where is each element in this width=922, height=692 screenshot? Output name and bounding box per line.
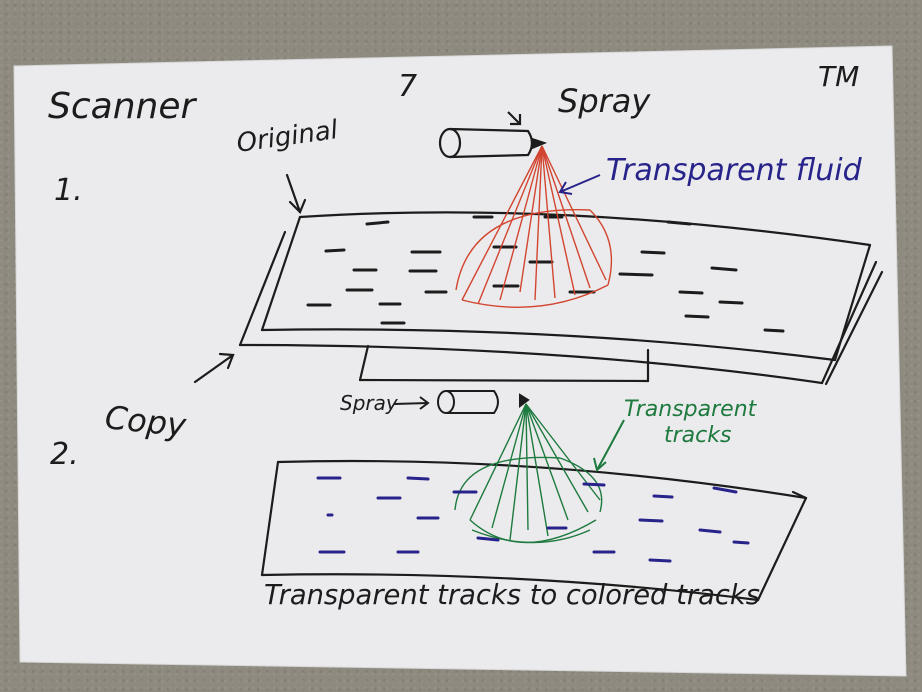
title-scanner: Scanner: [48, 86, 197, 127]
copy-label: Copy: [103, 398, 189, 444]
spray-cone-red: [455, 145, 613, 308]
page-number: 7: [398, 69, 417, 104]
copy-dashes: [316, 476, 750, 563]
spray-top-label: Spray: [558, 82, 651, 120]
step-two-label: 2.: [50, 437, 79, 472]
sprayer-top-icon: [438, 111, 548, 159]
sheet-dashes: [306, 215, 785, 333]
step-one-label: 1.: [54, 173, 83, 208]
transparent-tracks-label-line1: Transparent: [624, 397, 758, 422]
spray-bottom-label: Spray: [340, 391, 399, 415]
trademark: TM: [818, 60, 859, 93]
sprayer-bottom-icon: [393, 390, 530, 414]
copy-drawing: [260, 459, 808, 602]
tracks-arrow: [593, 419, 625, 472]
transparent-fluid-label: Transparent fluid: [606, 153, 863, 188]
scanner-drawing: [193, 173, 884, 386]
index-card: [13, 45, 907, 677]
fluid-arrow: [558, 174, 601, 195]
caption: Transparent tracks to colored tracks: [264, 578, 760, 611]
spray-cone-green: [454, 403, 603, 544]
transparent-tracks-label-line2: tracks: [664, 423, 731, 448]
